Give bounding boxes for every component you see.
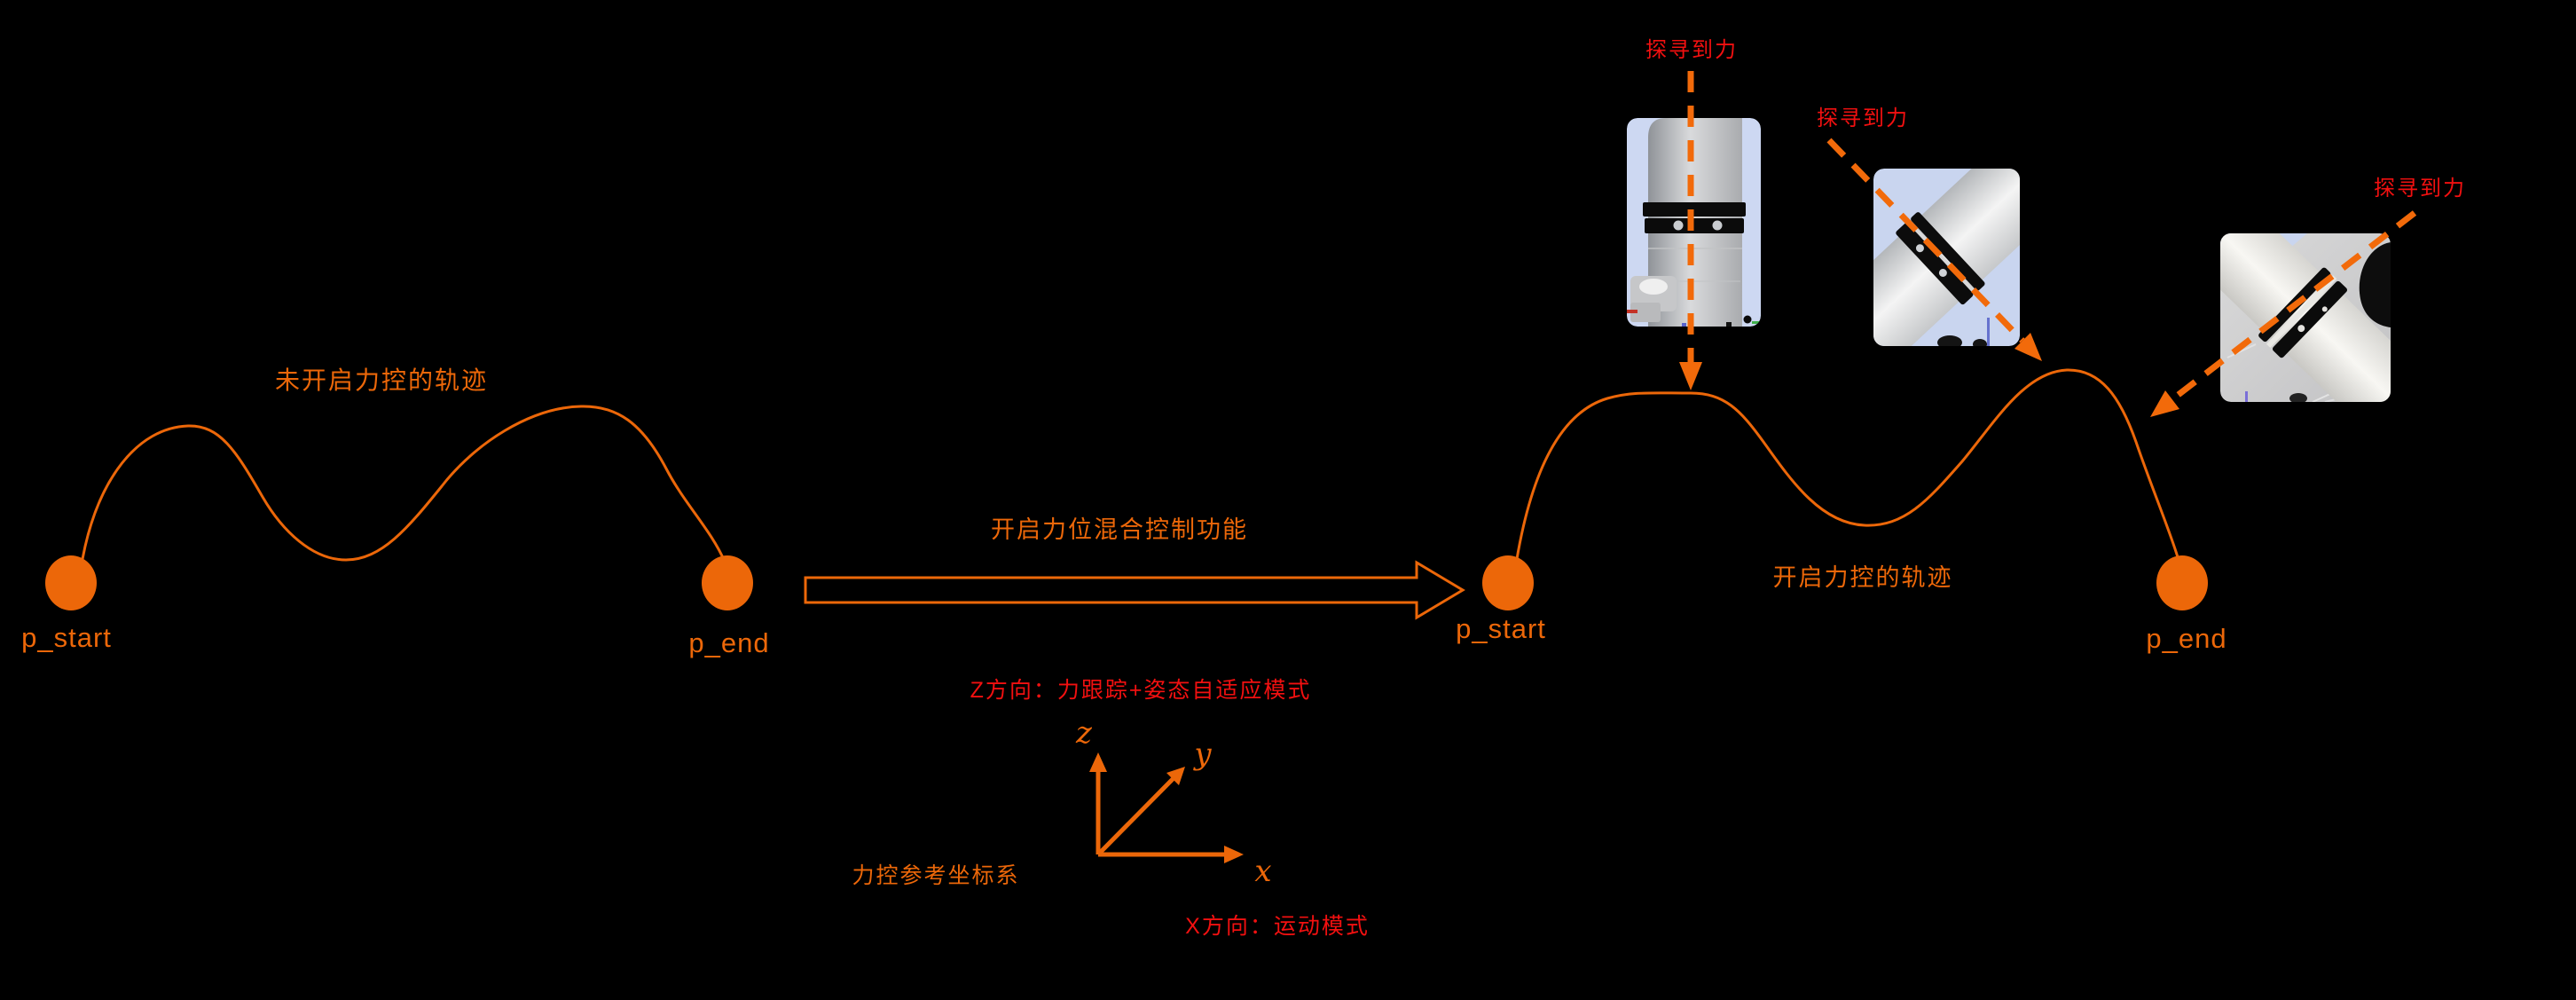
force-probe-arrow-3 <box>2150 210 2417 417</box>
right-trajectory-title: 开启力控的轨迹 <box>1772 564 1953 591</box>
transition-arrow-label: 开启力位混合控制功能 <box>991 516 1248 543</box>
p-start-dot-right <box>1482 555 1534 610</box>
y-axis <box>1096 776 1176 856</box>
z-axis-label: z <box>1076 715 1092 751</box>
p-start-dot-left <box>45 555 97 610</box>
left-trajectory-title: 未开启力控的轨迹 <box>274 366 489 394</box>
force-probe-arrow-2 <box>1826 138 2042 361</box>
robot-arm-tilted-image <box>1873 169 2020 346</box>
transition-hollow-arrow <box>804 560 1465 620</box>
force-frame-label: 力控参考坐标系 <box>852 863 1020 888</box>
p-start-label-left: p_start <box>21 622 112 653</box>
p-start-label-right: p_start <box>1456 613 1546 644</box>
y-axis-label: y <box>1194 736 1212 772</box>
y-axis-arrowhead <box>1166 767 1185 785</box>
trajectory-curve-with-force-control <box>1515 368 2179 560</box>
probe-force-label-1: 探寻到力 <box>1645 38 1738 62</box>
z-direction-mode-note: Z方向：力跟踪+姿态自适应模式 <box>970 678 1312 703</box>
p-end-dot-left <box>702 555 753 610</box>
x-axis-arrowhead <box>1224 846 1244 863</box>
robot-arm-vertical-image <box>1627 118 1761 327</box>
probe-force-label-2: 探寻到力 <box>1817 106 1909 130</box>
x-direction-mode-note: X方向：运动模式 <box>1185 914 1370 939</box>
x-axis-label: x <box>1254 854 1272 889</box>
robot-arm-tilted-side-image <box>2220 233 2391 402</box>
p-end-label-left: p_end <box>688 627 770 658</box>
z-axis-arrowhead <box>1089 752 1107 772</box>
force-frame-axes <box>1089 752 1244 863</box>
probe-force-label-3: 探寻到力 <box>2374 177 2466 201</box>
trajectory-curve-without-force-control <box>81 405 726 563</box>
p-end-dot-right <box>2156 555 2208 610</box>
p-end-label-right: p_end <box>2146 623 2227 654</box>
force-probe-arrow-1 <box>1679 71 1702 390</box>
